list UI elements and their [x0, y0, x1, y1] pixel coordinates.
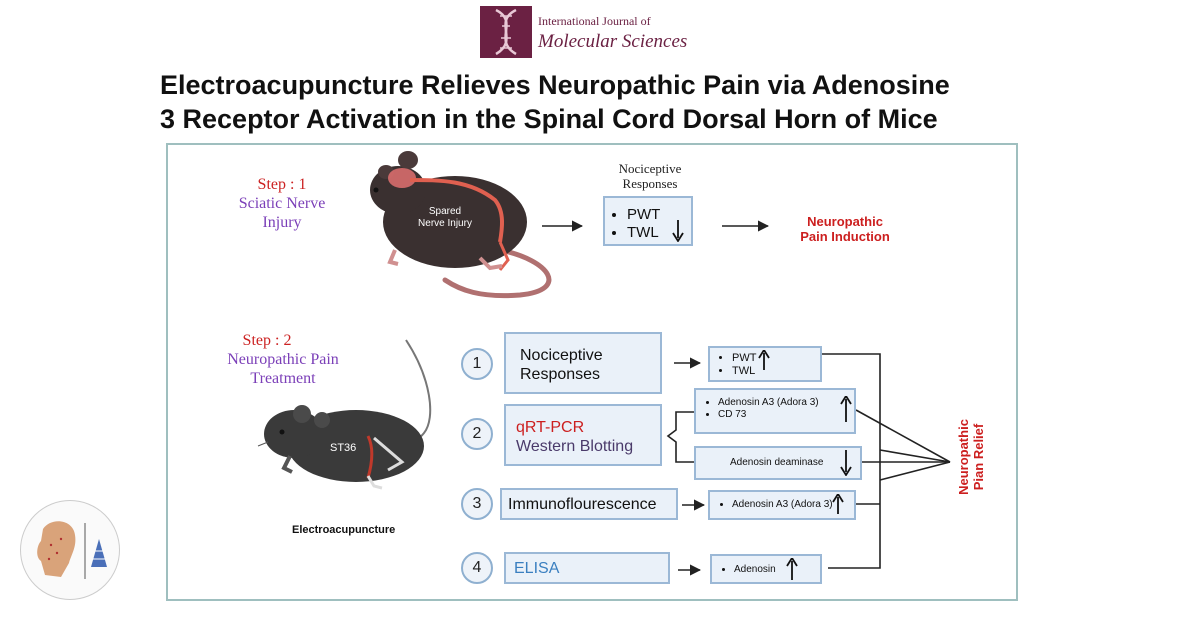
step2-label: Step : 2 [242, 332, 292, 349]
paper-title-line1: Electroacupuncture Relieves Neuropathic … [160, 70, 950, 100]
bracket-right [822, 353, 881, 569]
arrow-down-icon [840, 450, 852, 476]
graphical-abstract-frame [166, 143, 1018, 601]
row1-result-box: PWT TWL [708, 346, 822, 382]
line-merge-top [879, 449, 951, 463]
acupuncture-head-icon [37, 521, 107, 579]
row2-method-line2: Western Blotting [516, 438, 634, 455]
row2-method-line1: qRT-PCR [516, 419, 585, 436]
step1-description: Sciatic Nerve Injury [226, 194, 338, 232]
row4-number: 4 [461, 552, 493, 584]
method-label: Electroacupuncture [292, 524, 396, 536]
line-r2a [855, 409, 951, 463]
site-avatar-logo [20, 500, 120, 600]
mouse-sni-label: Spared Nerve Injury [410, 206, 480, 230]
row1-method-line2: Responses [520, 366, 601, 383]
pain-relief-label: Neuropathic Pian Relief [956, 402, 986, 512]
step1-label: Step : 1 [257, 176, 307, 193]
row2-result-cd73: CD 73 [718, 409, 848, 421]
mouse-sni-label-line2: Nerve Injury [418, 218, 472, 229]
row3-method-box: Immunoflourescence [500, 488, 678, 520]
row2-result-box-b: Adenosin deaminase [694, 446, 862, 480]
step2-desc-line1: Neuropathic Pain [227, 351, 339, 368]
row3-result-box: Adenosin A3 (Adora 3) [708, 490, 856, 520]
journal-logo: International Journal of Molecular Scien… [480, 6, 706, 58]
paper-title-line2: 3 Receptor Activation in the Spinal Cord… [160, 104, 938, 134]
pain-induction-line2: Pain Induction [800, 229, 890, 244]
pain-relief-line1: Neuropathic [956, 419, 971, 495]
responses-title-line2: Responses [622, 176, 678, 191]
journal-name: International Journal of Molecular Scien… [538, 14, 706, 58]
response-pwt: PWT [627, 206, 685, 224]
row4-result-box: Adenosin [710, 554, 822, 584]
line-merge-bottom [879, 461, 951, 481]
response-twl: TWL [627, 224, 685, 242]
pain-induction-label: Neuropathic Pain Induction [790, 214, 900, 244]
journal-name-line1: International Journal of [538, 14, 651, 28]
row1-number: 1 [461, 348, 493, 380]
mouse-ea-illustration [257, 339, 432, 490]
step1-desc-line1: Sciatic Nerve [238, 195, 326, 212]
row1-method-box: Nociceptive Responses [504, 332, 662, 394]
pain-relief-line2: Pian Relief [971, 423, 986, 491]
step1-desc-line2: Injury [262, 214, 302, 231]
arrow-up-icon [840, 396, 852, 422]
responses-title: Nociceptive Responses [600, 161, 700, 191]
row2-number: 2 [461, 418, 493, 450]
mouse-sni-label-line1: Spared [428, 206, 462, 217]
acupoint-label: ST36 [330, 442, 357, 454]
arrow-up-icon [758, 350, 770, 370]
journal-name-line2: Molecular Sciences [538, 31, 688, 52]
bracket-row2 [666, 411, 694, 463]
row3-result-adora3: Adenosin A3 (Adora 3) [732, 498, 848, 512]
dna-icon [480, 6, 532, 58]
paper-title: Electroacupuncture Relieves Neuropathic … [160, 68, 1040, 136]
arrow-up-icon [786, 558, 798, 580]
row4-result-adenosin: Adenosin [734, 564, 814, 576]
row4-method-box: ELISA [504, 552, 670, 584]
arrow-down-icon [672, 220, 684, 242]
arrow-up-icon [832, 494, 844, 514]
pain-induction-line1: Neuropathic [807, 214, 883, 229]
row3-number: 3 [461, 488, 493, 520]
step2-desc-line2: Treatment [250, 370, 316, 387]
row1-method-line1: Nociceptive [520, 347, 603, 364]
step2-description: Neuropathic Pain Treatment [210, 350, 356, 388]
row1-result-twl: TWL [732, 365, 814, 378]
responses-title-line1: Nociceptive [618, 161, 682, 176]
row2-result-adora3: Adenosin A3 (Adora 3) [718, 397, 848, 409]
mouse-sni-illustration [370, 151, 552, 299]
row2-method-box: qRT-PCR Western Blotting [504, 404, 662, 466]
row1-result-pwt: PWT [732, 352, 814, 365]
row2-result-box-a: Adenosin A3 (Adora 3) CD 73 [694, 388, 856, 434]
